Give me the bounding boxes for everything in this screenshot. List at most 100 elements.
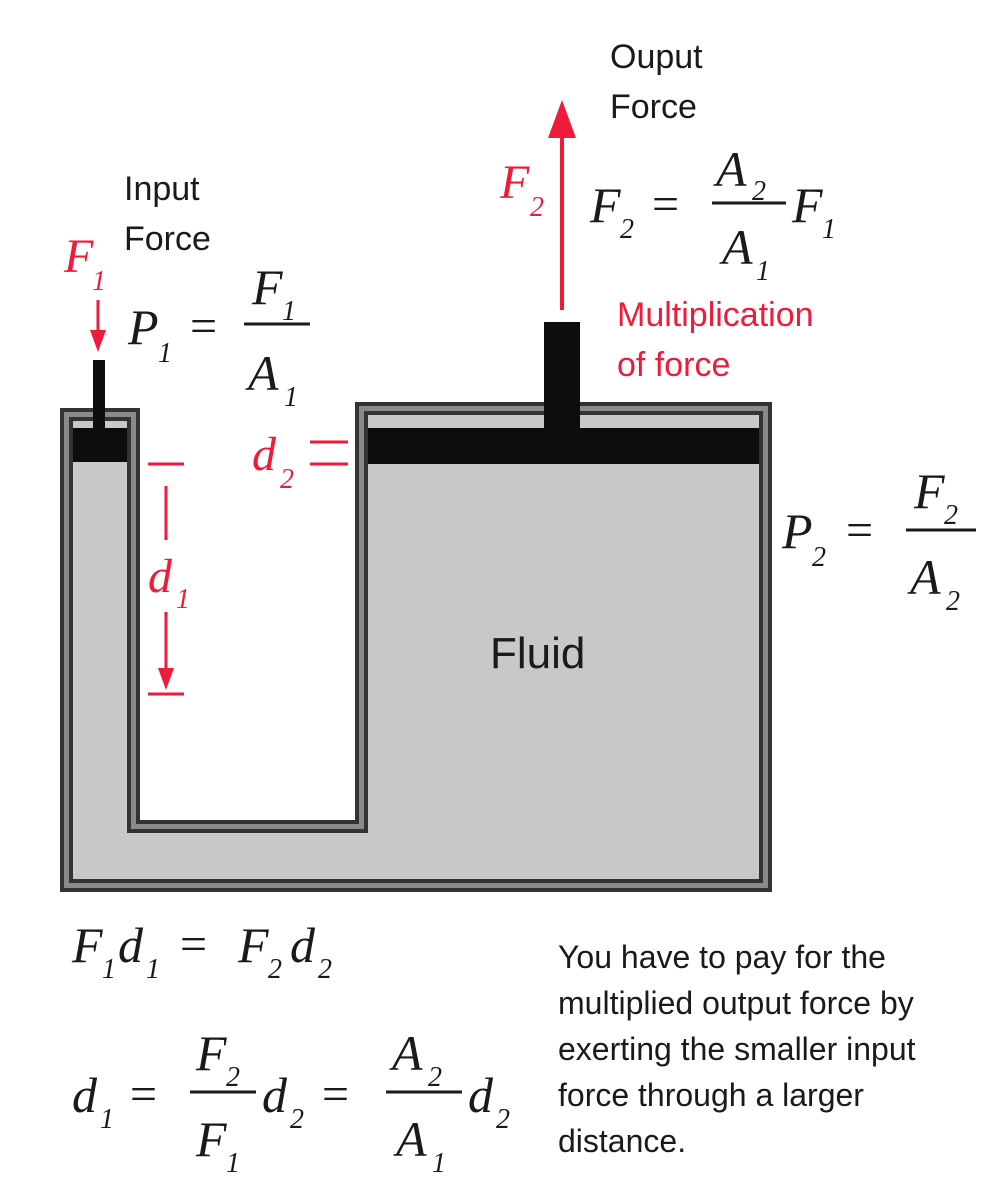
explanation-note-line5: distance. — [558, 1123, 686, 1159]
eq-work-d1-sub: 1 — [146, 954, 160, 985]
multiplication-label-line2: of force — [617, 346, 730, 384]
eq-dist-num-F2: F — [195, 1025, 227, 1081]
d2-label-subscript: 2 — [280, 464, 294, 495]
eq-work-d1: d — [118, 917, 144, 973]
eq-f2-rhs-sub: 1 — [822, 214, 836, 245]
divider-wall-bottom — [127, 829, 368, 833]
divider-wall-left-outer — [136, 408, 140, 820]
eq-f2-lhs-F: F — [589, 177, 621, 233]
d1-label-subscript: 1 — [176, 584, 190, 615]
output-piston — [368, 322, 759, 464]
eq-dist-den-F1: F — [195, 1111, 227, 1167]
eq-p2-sub: 2 — [812, 542, 826, 573]
eq-p1-sub: 1 — [158, 338, 172, 369]
eq-work-F2: F — [237, 917, 269, 973]
eq-dist-d1: d — [72, 1067, 98, 1123]
eq-dist-num-F2-sub: 2 — [226, 1062, 240, 1093]
hydraulic-vessel — [60, 402, 772, 892]
eq-p1-num-F: F — [251, 259, 283, 315]
divider-wall-right-mid — [359, 406, 364, 829]
input-force-label-line1: Input — [124, 170, 200, 208]
eq-work-d2-sub: 2 — [318, 954, 332, 985]
input-force-arrow — [90, 300, 106, 352]
output-force-arrow — [548, 100, 576, 310]
divider-wall-bottom-outer — [136, 820, 359, 824]
eq-f2-lhs-sub: 2 — [620, 214, 634, 245]
f1-arrow-label: F 1 — [63, 230, 106, 297]
equation-input-pressure: P 1 = F 1 A 1 — [127, 259, 310, 413]
f1-arrow-label-subscript: 1 — [92, 266, 106, 297]
eq-dist-den-A1-sub: 1 — [432, 1148, 446, 1179]
input-piston-head — [73, 428, 127, 462]
eq-dist-num-A2: A — [389, 1025, 423, 1081]
f2-arrow-label-symbol: F — [499, 156, 530, 209]
divider-wall-bottom-mid — [131, 824, 364, 829]
input-piston — [73, 360, 127, 462]
eq-dist-d2-b: d — [468, 1067, 494, 1123]
eq-work-F1-sub: 1 — [102, 954, 116, 985]
eq-work-F1: F — [71, 917, 103, 973]
eq-dist-d2-a: d — [262, 1067, 288, 1123]
explanation-note-line2: multiplied output force by — [558, 985, 914, 1021]
eq-work-d2: d — [290, 917, 316, 973]
eq-p2-num-F: F — [913, 463, 945, 519]
eq-p2-num-sub: 2 — [944, 500, 958, 531]
eq-p2-den-A: A — [907, 549, 941, 605]
equation-output-force: F 2 = A 2 A 1 F 1 — [589, 141, 836, 287]
fluid-label: Fluid — [490, 629, 585, 678]
eq-p1-den-sub: 1 — [284, 382, 298, 413]
eq-dist-den-F1-sub: 1 — [226, 1148, 240, 1179]
divider-wall-right-outer — [355, 402, 359, 824]
equation-work-balance: F 1 d 1 = F 2 d 2 — [71, 917, 332, 985]
divider-wall-left — [127, 421, 131, 829]
eq-p1-num-sub: 1 — [282, 296, 296, 327]
explanation-note: You have to pay for the multiplied outpu… — [558, 939, 916, 1159]
eq-p1-den-A: A — [245, 345, 279, 401]
d2-label-symbol: d — [252, 428, 277, 481]
eq-dist-d2-b-sub: 2 — [496, 1104, 510, 1135]
output-force-label-line2: Force — [610, 88, 697, 126]
eq-f2-den-A: A — [719, 219, 753, 275]
eq-dist-equals-1: = — [130, 1068, 157, 1121]
divider-wall-right — [364, 411, 368, 833]
equation-distance-ratio: d 1 = F 2 F 1 d 2 = A 2 A 1 d 2 — [72, 1025, 510, 1179]
eq-dist-equals-2: = — [322, 1068, 349, 1121]
eq-work-equals: = — [180, 918, 207, 971]
d1-label-symbol: d — [148, 550, 173, 603]
input-piston-rod — [93, 360, 105, 430]
eq-f2-equals: = — [652, 178, 679, 231]
eq-p2-den-sub: 2 — [946, 586, 960, 617]
multiplication-label-line1: Multiplication — [617, 296, 814, 334]
eq-f2-num-sub: 2 — [752, 176, 766, 207]
eq-work-F2-sub: 2 — [268, 954, 282, 985]
eq-p2-equals: = — [846, 504, 873, 557]
eq-f2-rhs-F: F — [791, 177, 823, 233]
vessel-divider-cutout — [140, 408, 355, 820]
f1-arrow-label-symbol: F — [63, 230, 94, 283]
eq-dist-d2-a-sub: 2 — [290, 1104, 304, 1135]
output-force-label: Ouput Force — [610, 38, 703, 126]
eq-dist-den-A1: A — [393, 1111, 427, 1167]
fluid-region — [73, 415, 759, 879]
eq-dist-d1-sub: 1 — [100, 1104, 114, 1135]
input-force-label-line2: Force — [124, 220, 211, 258]
eq-f2-num-A: A — [713, 141, 747, 197]
f2-arrow-label-subscript: 2 — [530, 192, 544, 223]
output-piston-rod — [544, 322, 580, 432]
explanation-note-line3: exerting the smaller input — [558, 1031, 916, 1067]
f2-arrow-label: F 2 — [499, 156, 544, 223]
explanation-note-line1: You have to pay for the — [558, 939, 886, 975]
eq-dist-num-A2-sub: 2 — [428, 1062, 442, 1093]
eq-p2-P: P — [781, 503, 813, 559]
d2-distance-marker — [310, 440, 348, 466]
output-force-label-line1: Ouput — [610, 38, 703, 76]
d1-label: d 1 — [148, 550, 190, 615]
equation-output-pressure: P 2 = F 2 A 2 — [781, 463, 976, 617]
multiplication-label: Multiplication of force — [617, 296, 814, 384]
eq-f2-den-sub: 1 — [756, 256, 770, 287]
input-force-label: Input Force — [124, 170, 211, 258]
explanation-note-line4: force through a larger — [558, 1077, 864, 1113]
eq-p1-equals: = — [190, 300, 217, 353]
output-piston-head — [368, 428, 759, 464]
